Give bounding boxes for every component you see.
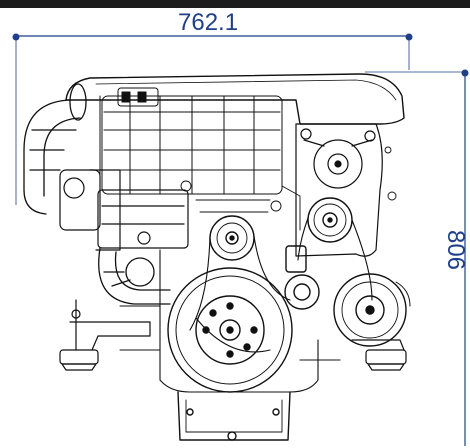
crankshaft-pulley (167, 267, 293, 393)
engine-block-lower (119, 249, 341, 393)
small-pulley (284, 245, 320, 310)
width-dimension-label: 762.1 (178, 9, 239, 36)
alternator-pulley (333, 273, 411, 347)
intake-pipe-left (23, 83, 87, 215)
height-dimension-label: 806 (442, 229, 469, 271)
engine-mount-left (59, 299, 151, 371)
drive-belt (189, 217, 373, 353)
dimension-width (12, 33, 413, 205)
oil-pan (177, 391, 291, 441)
engine-details (180, 146, 397, 231)
window-top-bar (0, 0, 470, 8)
turbo-housing (59, 169, 189, 251)
engine-mount-right (351, 339, 407, 371)
timing-cover (295, 123, 383, 257)
coolant-pipe (98, 247, 171, 305)
idler-pulley (209, 215, 255, 261)
tensioner-pulley (307, 197, 353, 243)
intake-manifold (101, 87, 283, 195)
dimension-height (365, 69, 469, 446)
